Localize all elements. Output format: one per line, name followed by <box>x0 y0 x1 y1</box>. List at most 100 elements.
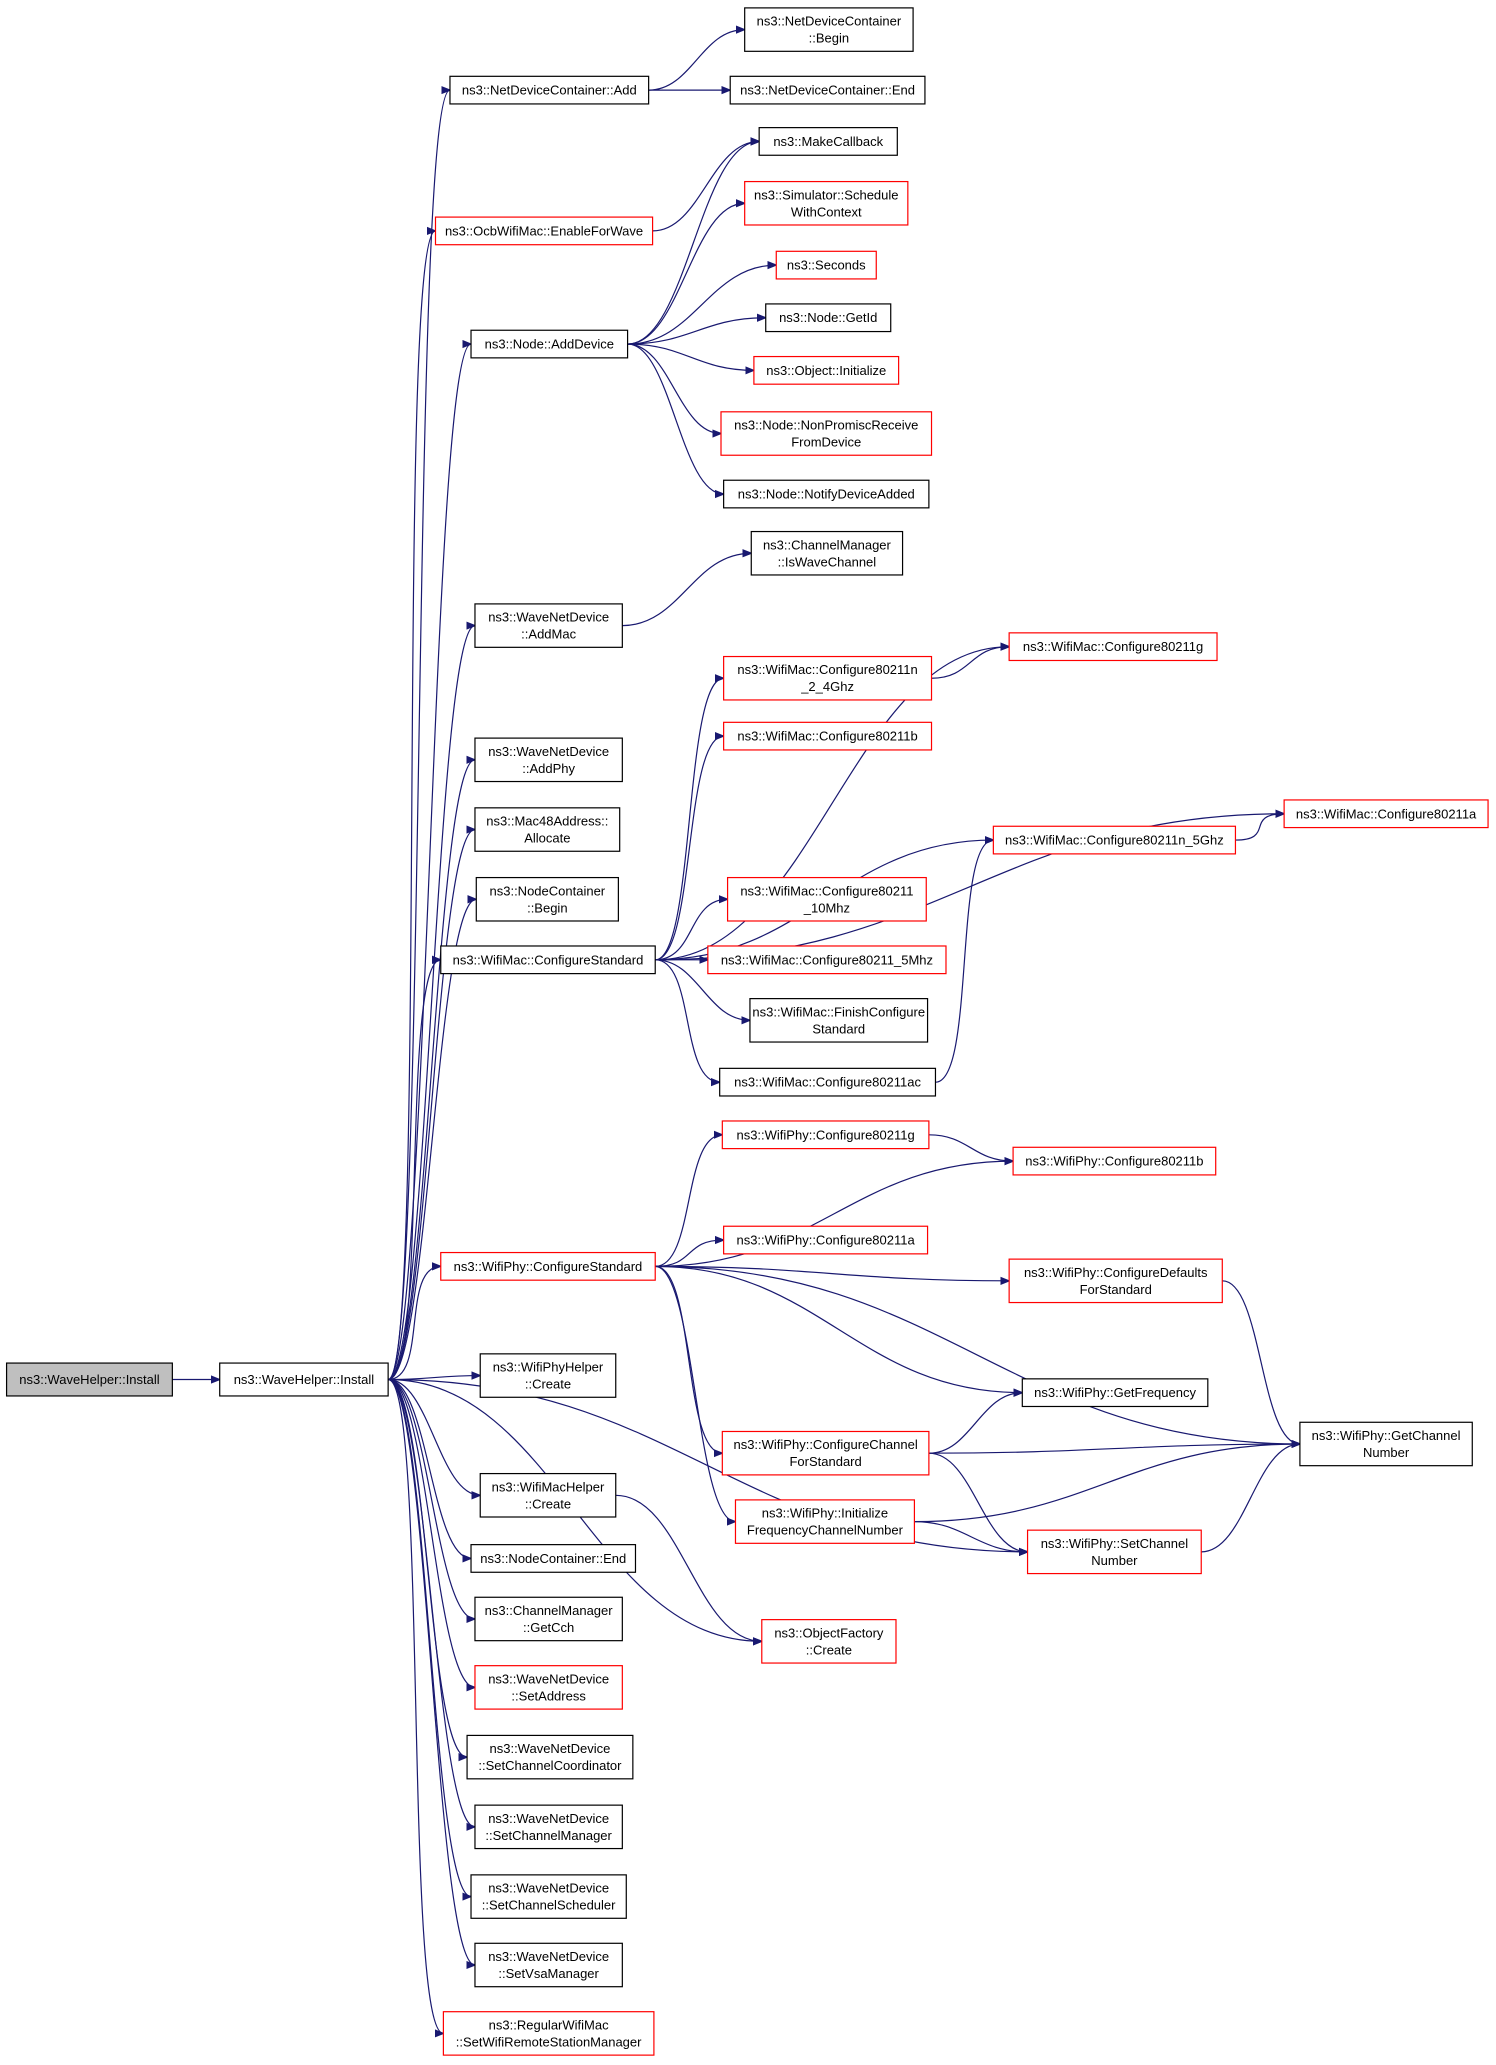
node-box <box>744 180 909 226</box>
node-box <box>474 1804 623 1850</box>
node-box <box>753 355 900 385</box>
node-phy80211g[interactable]: ns3::WifiPhy::Configure80211g <box>721 1120 930 1150</box>
node-box <box>744 7 914 52</box>
node-label: ::Begin <box>809 31 849 46</box>
edge-phyInitFreq-to-phyGetChan <box>914 1444 1300 1523</box>
node-cmGetCch[interactable]: ns3::ChannelManager::GetCch <box>474 1596 623 1642</box>
node-box <box>474 1665 623 1710</box>
node-box <box>474 603 623 648</box>
node-ndcAdd[interactable]: ns3::NetDeviceContainer::Add <box>449 75 650 105</box>
node-label: ns3::NetDeviceContainer::End <box>740 83 915 98</box>
node-nodeGetId[interactable]: ns3::Node::GetId <box>765 303 892 333</box>
node-cmIsWave[interactable]: ns3::ChannelManager::IsWaveChannel <box>750 530 904 576</box>
node-label: ::GetCch <box>523 1620 574 1635</box>
node-mac80211n5[interactable]: ns3::WifiMac::Configure80211n_5Ghz <box>992 825 1237 855</box>
node-label: ns3::WifiPhy::GetFrequency <box>1034 1385 1196 1400</box>
node-label: ns3::WaveNetDevice <box>488 1949 609 1964</box>
node-box <box>1026 1529 1202 1575</box>
node-ocbEnable[interactable]: ns3::OcbWifiMac::EnableForWave <box>434 216 654 246</box>
node-mac48Alloc[interactable]: ns3::Mac48Address::Allocate <box>474 807 621 852</box>
node-root[interactable]: ns3::WaveHelper::Install <box>5 1362 173 1397</box>
node-wndAddPhy[interactable]: ns3::WaveNetDevice::AddPhy <box>474 737 623 783</box>
node-macHelperCreate[interactable]: ns3::WifiMacHelper::Create <box>479 1472 617 1518</box>
node-box <box>442 2011 655 2056</box>
node-label: ::IsWaveChannel <box>778 554 877 569</box>
node-wndAddMac[interactable]: ns3::WaveNetDevice::AddMac <box>474 603 623 648</box>
node-ndcBegin[interactable]: ns3::NetDeviceContainer::Begin <box>744 7 914 52</box>
node-ncBegin[interactable]: ns3::NodeContainer::Begin <box>475 876 619 922</box>
node-label: ns3::WifiMac::Configure80211n_5Ghz <box>1005 833 1224 848</box>
edge-macConfStd-to-mac80211b <box>655 736 723 961</box>
node-mac10[interactable]: ns3::WifiMac::Configure80211_10Mhz <box>726 876 927 922</box>
edge-install-to-mac48Alloc <box>387 830 475 1381</box>
node-wndSetVsa[interactable]: ns3::WaveNetDevice::SetVsaManager <box>474 1942 623 1988</box>
node-install[interactable]: ns3::WaveHelper::Install <box>219 1362 389 1397</box>
edge-install-to-wndSetAddr <box>388 1378 475 1688</box>
node-box <box>1012 1146 1217 1176</box>
node-objFactCreate[interactable]: ns3::ObjectFactory::Create <box>761 1619 897 1664</box>
node-nodeNotify[interactable]: ns3::Node::NotifyDeviceAdded <box>723 479 930 509</box>
edge-install-to-phyConfStd <box>388 1266 441 1381</box>
node-phyDefaults[interactable]: ns3::WifiPhy::ConfigureDefaultsForStanda… <box>1008 1258 1223 1304</box>
node-box <box>750 530 904 576</box>
node-label: ::SetChannelCoordinator <box>478 1758 622 1773</box>
edge-phyConfStd-to-phyInitFreq <box>655 1265 735 1521</box>
node-box <box>479 1353 617 1398</box>
node-wndSetSched[interactable]: ns3::WaveNetDevice::SetChannelScheduler <box>470 1874 627 1919</box>
node-label: ns3::Object::Initialize <box>766 363 886 378</box>
node-label: ns3::Node::NotifyDeviceAdded <box>738 487 915 502</box>
node-phyHelperCreate[interactable]: ns3::WifiPhyHelper::Create <box>479 1353 617 1398</box>
node-phy80211a[interactable]: ns3::WifiPhy::Configure80211a <box>723 1225 929 1255</box>
node-box <box>440 1251 656 1281</box>
node-mac80211a[interactable]: ns3::WifiMac::Configure80211a <box>1283 799 1489 829</box>
node-nodeAddDevice[interactable]: ns3::Node::AddDevice <box>470 329 629 359</box>
node-box <box>721 1430 930 1476</box>
node-label: ns3::WaveNetDevice <box>488 1811 609 1826</box>
node-mac80211b[interactable]: ns3::WifiMac::Configure80211b <box>723 721 933 751</box>
node-mac80211g[interactable]: ns3::WifiMac::Configure80211g <box>1008 632 1218 662</box>
node-ncEnd[interactable]: ns3::NodeContainer::End <box>470 1544 637 1573</box>
edge-phyConfStd-to-phy80211g <box>655 1135 722 1267</box>
node-phyConfChan[interactable]: ns3::WifiPhy::ConfigureChannelForStandar… <box>721 1430 930 1476</box>
node-phyGetFreq[interactable]: ns3::WifiPhy::GetFrequency <box>1021 1378 1209 1408</box>
node-box <box>749 998 929 1043</box>
node-box <box>723 479 930 509</box>
node-objInit[interactable]: ns3::Object::Initialize <box>753 355 900 385</box>
node-wndSetMgr[interactable]: ns3::WaveNetDevice::SetChannelManager <box>474 1804 623 1850</box>
node-label: ::SetChannelScheduler <box>482 1898 616 1913</box>
node-label: ns3::WaveNetDevice <box>488 744 609 759</box>
edge-phyConfStd-to-phyGetFreq <box>655 1265 1022 1392</box>
node-box <box>475 876 619 922</box>
node-mac80211ac[interactable]: ns3::WifiMac::Configure80211ac <box>719 1067 937 1097</box>
node-label: ::SetChannelManager <box>485 1828 612 1843</box>
node-mac5[interactable]: ns3::WifiMac::Configure80211_5Mhz <box>707 945 947 975</box>
node-wndSetCoord[interactable]: ns3::WaveNetDevice::SetChannelCoordinato… <box>466 1734 634 1780</box>
node-macConfStd[interactable]: ns3::WifiMac::ConfigureStandard <box>440 945 656 975</box>
edge-install-to-wndSetSched <box>387 1378 471 1897</box>
node-label: ns3::WifiPhy::ConfigureDefaults <box>1024 1265 1208 1280</box>
node-regSetRsm[interactable]: ns3::RegularWifiMac::SetWifiRemoteStatio… <box>442 2011 655 2056</box>
node-mac80211n24[interactable]: ns3::WifiMac::Configure80211n_2_4Ghz <box>723 655 933 701</box>
edge-phyConfStd-to-phy80211b <box>655 1161 1013 1267</box>
node-wndSetAddr[interactable]: ns3::WaveNetDevice::SetAddress <box>474 1665 623 1710</box>
node-phyInitFreq[interactable]: ns3::WifiPhy::InitializeFrequencyChannel… <box>734 1499 916 1544</box>
node-box <box>726 876 927 922</box>
node-box <box>1008 632 1218 662</box>
node-seconds[interactable]: ns3::Seconds <box>775 250 877 280</box>
node-phyConfStd[interactable]: ns3::WifiPhy::ConfigureStandard <box>440 1251 656 1281</box>
node-label: ns3::NodeContainer <box>490 883 606 898</box>
node-label: ns3::Node::NonPromiscReceive <box>734 418 918 433</box>
node-ndcEnd[interactable]: ns3::NetDeviceContainer::End <box>729 75 926 105</box>
edge-macConfStd-to-mac10 <box>655 899 727 961</box>
edge-phyConfStd-to-phyGetChan <box>655 1265 1300 1444</box>
node-box <box>721 1120 930 1150</box>
node-phy80211b[interactable]: ns3::WifiPhy::Configure80211b <box>1012 1146 1217 1176</box>
node-makeCallback[interactable]: ns3::MakeCallback <box>758 127 898 156</box>
node-box <box>5 1362 173 1397</box>
